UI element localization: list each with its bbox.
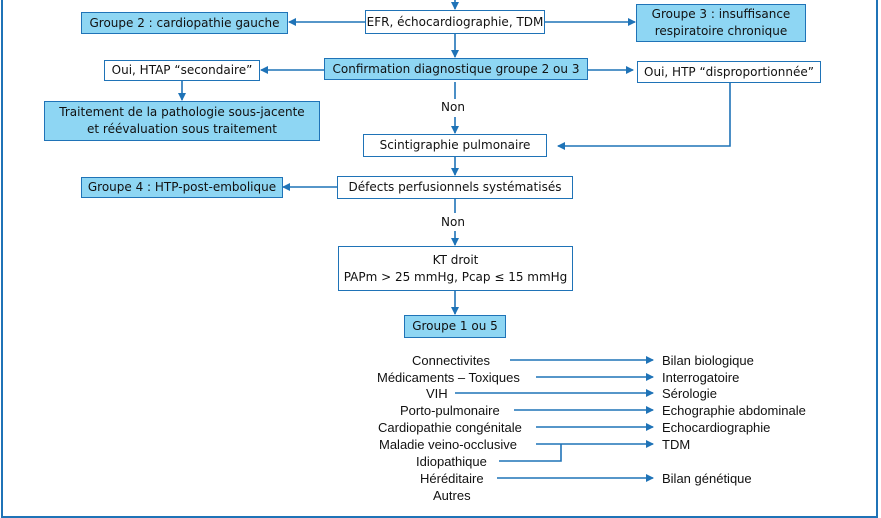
non-label-2: Non — [441, 215, 465, 229]
htp-disproportionnee-node: Oui, HTP “disproportionnée” — [637, 61, 821, 83]
confirmation-node: Confirmation diagnostique groupe 2 ou 3 — [324, 58, 588, 80]
cause-item: Maladie veino-occlusive — [379, 437, 518, 452]
bilan-item: Sérologie — [662, 386, 717, 401]
groupe4-node: Groupe 4 : HTP-post-embolique — [81, 177, 283, 198]
bilan-item: Interrogatoire — [662, 370, 740, 385]
bilan-item: Echographie abdominale — [662, 403, 806, 418]
arrow-htp-to-scintigraphie — [557, 83, 731, 150]
groupe15-node: Groupe 1 ou 5 — [404, 315, 506, 338]
bilan-item: Bilan génétique — [662, 471, 752, 486]
kt-droit-node: KT droit PAPm > 25 mmHg, Pcap ≤ 15 mmHg — [338, 246, 573, 291]
cause-item: Cardiopathie congénitale — [378, 420, 522, 435]
bilan-item: Echocardiographie — [662, 420, 771, 435]
bilan-item: Bilan biologique — [662, 353, 754, 368]
cause-item: Porto-pulmonaire — [400, 403, 500, 418]
bilan-item: TDM — [662, 437, 691, 452]
cause-item: Médicaments – Toxiques — [377, 370, 520, 385]
htap-secondaire-node: Oui, HTAP “secondaire” — [104, 60, 260, 81]
groupe3-node: Groupe 3 : insuffisance respiratoire chr… — [636, 4, 806, 42]
cause-item: Connectivites — [412, 353, 491, 368]
defects-node: Défects perfusionnels systématisés — [337, 176, 573, 199]
cause-item: VIH — [426, 386, 448, 401]
cause-item: Autres — [433, 488, 471, 503]
line-idiopathique — [499, 444, 562, 462]
scintigraphie-node: Scintigraphie pulmonaire — [363, 134, 547, 157]
efr-node: EFR, échocardiographie, TDM — [365, 10, 545, 34]
cause-item: Héréditaire — [420, 471, 484, 486]
cause-item: Idiopathique — [416, 454, 487, 469]
groupe2-node: Groupe 2 : cardiopathie gauche — [81, 12, 288, 34]
non-label-1: Non — [441, 100, 465, 114]
traitement-node: Traitement de la pathologie sous-jacente… — [44, 101, 320, 141]
